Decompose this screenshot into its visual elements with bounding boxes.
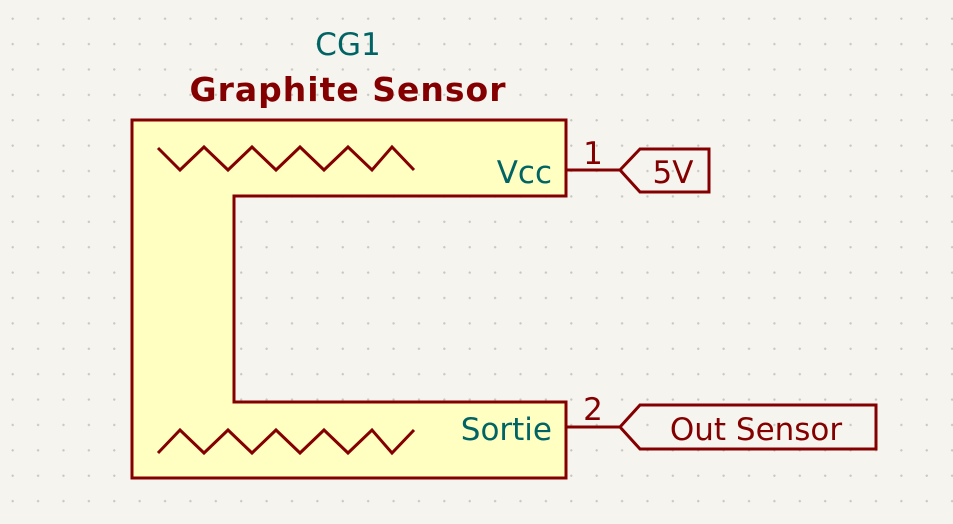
bottom-zigzag-trace: [156, 427, 416, 456]
pin-1-name: Vcc: [497, 155, 552, 191]
pin-2-name: Sortie: [461, 412, 552, 448]
component-reference[interactable]: CG1: [315, 27, 380, 63]
net-label-5v-flag: [617, 147, 711, 194]
pin-1-number: 1: [583, 136, 603, 172]
net-label-out-sensor-flag: [617, 403, 878, 451]
component-value[interactable]: Graphite Sensor: [190, 70, 507, 109]
top-zigzag-trace: [156, 144, 416, 173]
net-label-5v-text: 5V: [653, 155, 694, 191]
pin-2-number: 2: [583, 392, 603, 428]
net-label-out-sensor-text: Out Sensor: [670, 412, 843, 448]
sensor-body[interactable]: [130, 118, 568, 480]
net-label-5v[interactable]: 5V: [617, 147, 711, 194]
net-label-out-sensor[interactable]: Out Sensor: [617, 403, 878, 451]
